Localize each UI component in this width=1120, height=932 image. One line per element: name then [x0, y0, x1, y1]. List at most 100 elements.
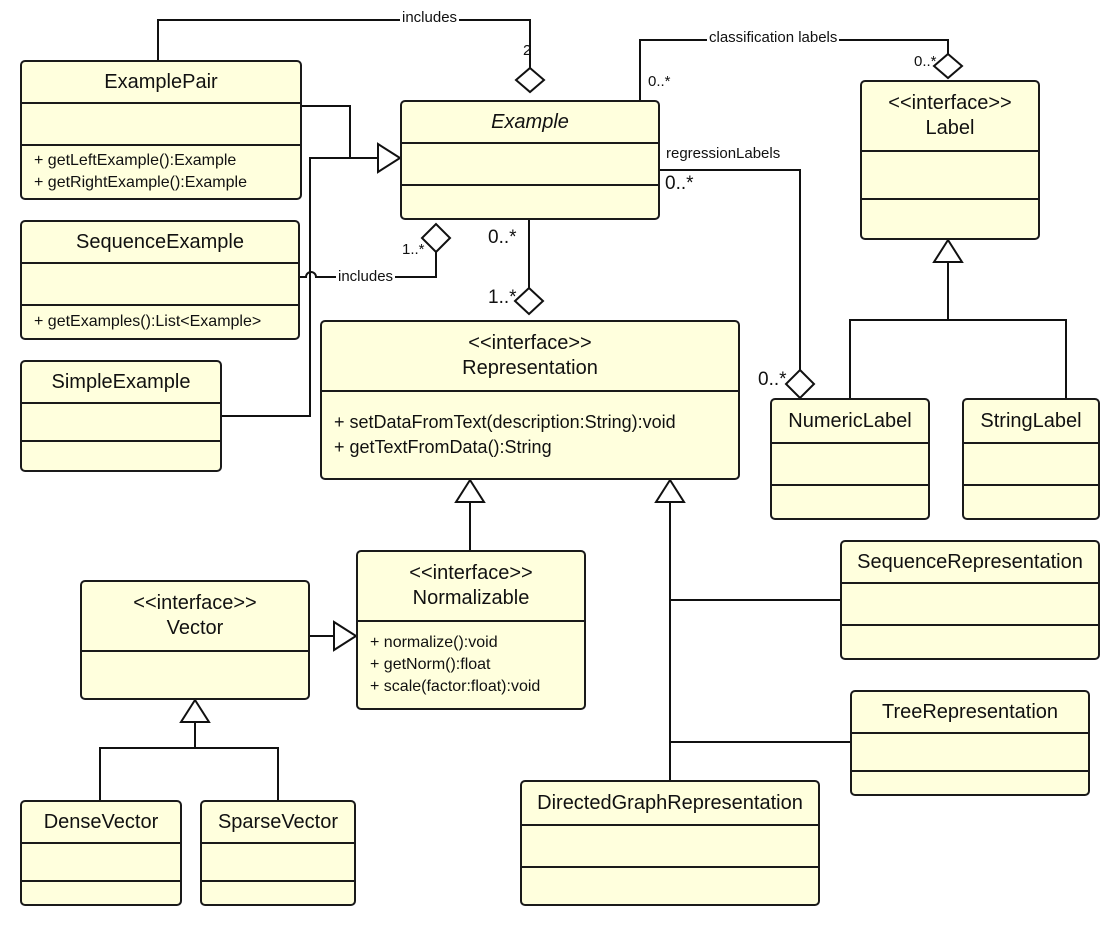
classification-source-multiplicity: 0..*	[648, 73, 671, 90]
operation: + getNorm():float	[370, 656, 491, 673]
pair-generalization-line	[302, 105, 378, 159]
interface-normalizable: <<interface>> Normalizable + normalize()…	[356, 550, 586, 710]
class-name: Normalizable	[412, 587, 530, 609]
class-name: SparseVector	[217, 810, 339, 833]
vector-subclass-arrow	[179, 698, 211, 723]
class-directed-graph-representation: DirectedGraphRepresentation	[520, 780, 820, 906]
representation-source-multiplicity: 0..*	[488, 227, 517, 248]
label-generalization-line	[849, 319, 1067, 398]
regression-source-multiplicity: 0..*	[665, 173, 694, 194]
operation: + scale(factor:float):void	[370, 678, 541, 695]
class-tree-representation: TreeRepresentation	[850, 690, 1090, 796]
class-name: SimpleExample	[51, 370, 191, 393]
operations-compartment	[852, 772, 1088, 794]
class-name: Label	[925, 117, 975, 139]
attributes-compartment	[852, 734, 1088, 772]
attributes-compartment	[862, 152, 1038, 200]
pair-includes-label: includes	[400, 9, 460, 26]
interface-representation: <<interface>> Representation + setDataFr…	[320, 320, 740, 480]
representation-generalization-arrow	[654, 478, 686, 503]
stereotype: <<interface>>	[133, 592, 257, 614]
regression-diamond	[784, 368, 816, 400]
normalizable-generalization-arrow	[454, 478, 486, 503]
pair-includes-diamond	[514, 66, 546, 94]
class-name: DenseVector	[43, 810, 159, 833]
attributes-compartment	[202, 844, 354, 882]
operations-compartment: + setDataFromText(description:String):vo…	[322, 392, 738, 478]
interface-vector: <<interface>> Vector	[80, 580, 310, 700]
representation-target-multiplicity: 1..*	[488, 287, 517, 308]
classification-target-multiplicity: 0..*	[914, 53, 937, 70]
attributes-compartment	[842, 584, 1098, 626]
class-name: NumericLabel	[788, 409, 912, 432]
representation-diamond	[513, 286, 545, 316]
operations-compartment	[964, 486, 1098, 518]
sequence-includes-label: includes	[336, 268, 396, 285]
class-name: Example	[491, 110, 569, 133]
attributes-compartment	[772, 444, 928, 486]
class-name: Vector	[166, 617, 224, 639]
regression-label: regressionLabels	[666, 145, 781, 162]
attributes-compartment	[402, 144, 658, 186]
operation: + getRightExample():Example	[34, 174, 247, 191]
regression-line	[660, 169, 801, 370]
class-sequence-representation: SequenceRepresentation	[840, 540, 1100, 660]
operation: + setDataFromText(description:String):vo…	[334, 412, 676, 432]
stereotype: <<interface>>	[888, 92, 1012, 114]
classification-diamond	[932, 52, 964, 80]
class-name: ExamplePair	[104, 70, 218, 93]
operations-compartment	[202, 882, 354, 904]
sequence-includes-line	[300, 252, 437, 278]
class-string-label: StringLabel	[962, 398, 1100, 520]
class-dense-vector: DenseVector	[20, 800, 182, 906]
operation: + getLeftExample():Example	[34, 152, 237, 169]
class-numeric-label: NumericLabel	[770, 398, 930, 520]
class-simple-example: SimpleExample	[20, 360, 222, 472]
class-name: DirectedGraphRepresentation	[537, 791, 803, 814]
class-example-pair: ExamplePair + getLeftExample():Example +…	[20, 60, 302, 200]
operation: + getTextFromData():String	[334, 437, 552, 457]
operations-compartment	[82, 652, 308, 698]
stereotype: <<interface>>	[409, 562, 533, 584]
pair-includes-multiplicity: 2	[523, 42, 532, 59]
class-sparse-vector: SparseVector	[200, 800, 356, 906]
class-name: SequenceExample	[76, 230, 244, 253]
operations-compartment	[842, 626, 1098, 658]
operation: + normalize():void	[370, 634, 498, 651]
operations-compartment	[862, 200, 1038, 238]
sequence-includes-multiplicity: 1..*	[402, 241, 425, 258]
class-name: TreeRepresentation	[881, 700, 1059, 723]
operations-compartment: + normalize():void + getNorm():float + s…	[358, 622, 584, 708]
operations-compartment	[22, 442, 220, 470]
attributes-compartment	[522, 826, 818, 868]
attributes-compartment	[22, 404, 220, 442]
operations-compartment	[402, 186, 658, 218]
example-generalization-arrow	[377, 142, 402, 174]
class-name: StringLabel	[980, 409, 1082, 432]
attributes-compartment	[22, 104, 300, 146]
class-name: Representation	[462, 357, 598, 379]
attributes-compartment	[22, 264, 298, 306]
pair-includes-line	[157, 19, 531, 68]
classification-label: classification labels	[707, 29, 840, 46]
attributes-compartment	[964, 444, 1098, 486]
sequence-includes-diamond	[420, 222, 452, 254]
operation: + getExamples():List<Example>	[34, 313, 262, 330]
class-sequence-example: SequenceExample + getExamples():List<Exa…	[20, 220, 300, 340]
vector-generalization-arrow	[333, 620, 358, 652]
operations-compartment: + getExamples():List<Example>	[22, 306, 298, 338]
operations-compartment: + getLeftExample():Example + getRightExa…	[22, 146, 300, 198]
regression-target-multiplicity: 0..*	[758, 369, 787, 390]
operations-compartment	[22, 882, 180, 904]
stereotype: <<interface>>	[468, 332, 592, 354]
operations-compartment	[522, 868, 818, 904]
interface-label: <<interface>> Label	[860, 80, 1040, 240]
class-name: SequenceRepresentation	[857, 550, 1083, 573]
attributes-compartment	[22, 844, 180, 882]
simple-generalization-line	[222, 157, 378, 417]
operations-compartment	[772, 486, 928, 518]
vector-subclass-line	[99, 747, 279, 800]
class-example: Example	[400, 100, 660, 220]
label-generalization-arrow	[932, 238, 964, 263]
